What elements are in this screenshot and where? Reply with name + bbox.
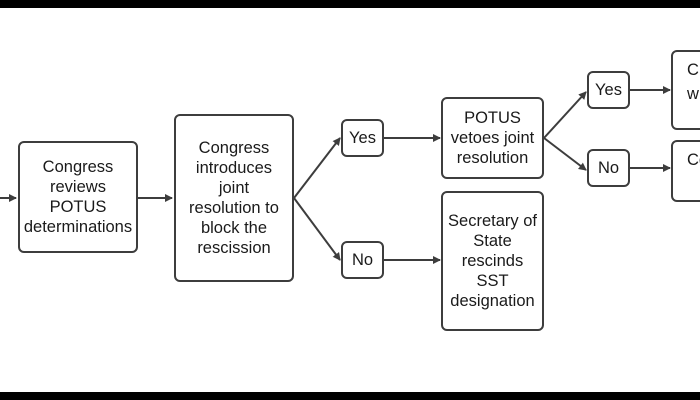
node-congress-introduces: Congress introduces joint resolution to … — [174, 114, 294, 282]
node-potus-vetoes-label: POTUS vetoes joint resolution — [450, 109, 535, 167]
node-yes-1: Yes — [341, 119, 384, 157]
node-congress-introduces-label: Congress introduces joint resolution to … — [189, 139, 279, 257]
arrow-vetoes-to-no — [543, 137, 587, 171]
node-cut-bottom-label: Co — [687, 151, 700, 169]
node-no-2-label: No — [597, 159, 620, 177]
arrow-introduces-to-no — [293, 197, 341, 261]
connector-layer — [0, 86, 671, 264]
flowchart-canvas: Congress reviews POTUS determinations Co… — [0, 8, 700, 392]
node-congress-reviews-label: Congress reviews POTUS determinations — [23, 158, 133, 236]
node-potus-vetoes: POTUS vetoes joint resolution — [441, 97, 544, 179]
node-congress-reviews: Congress reviews POTUS determinations — [18, 141, 138, 253]
node-yes-2: Yes — [587, 71, 630, 109]
node-yes-1-label: Yes — [349, 129, 376, 147]
arrow-introduces-to-yes — [293, 137, 341, 199]
node-cut-top: C w — [671, 50, 700, 130]
node-no-2: No — [587, 149, 630, 187]
node-cut-top-label: C w — [687, 61, 699, 103]
node-secretary-rescinds: Secretary of State rescinds SST designat… — [441, 191, 544, 331]
node-cut-bottom: Co — [671, 140, 700, 202]
node-no-1: No — [341, 241, 384, 279]
node-secretary-rescinds-label: Secretary of State rescinds SST designat… — [448, 212, 537, 310]
node-yes-2-label: Yes — [595, 81, 622, 99]
node-no-1-label: No — [351, 251, 374, 269]
arrow-vetoes-to-yes — [543, 91, 587, 139]
